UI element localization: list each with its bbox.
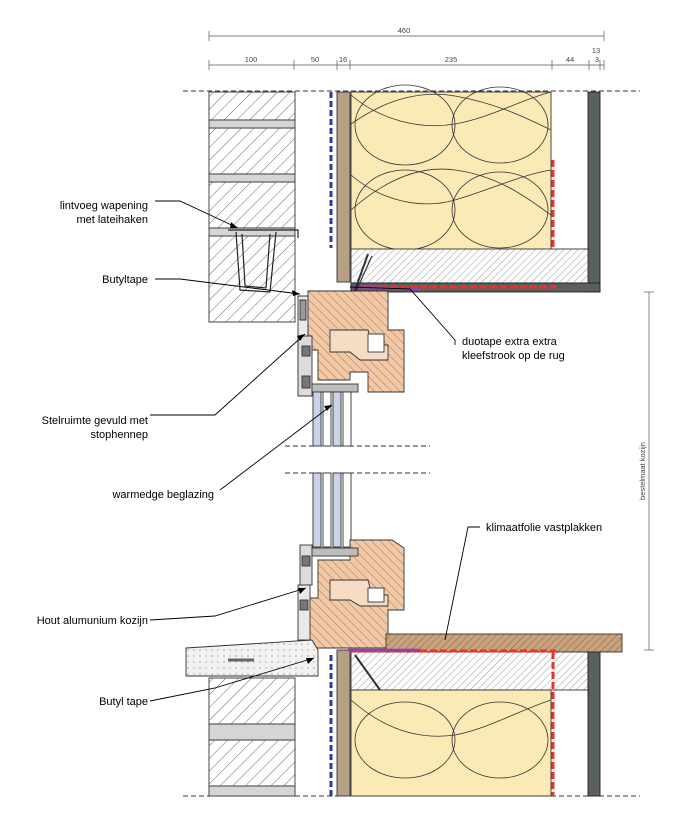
dim-segment-3: 16 — [339, 55, 347, 64]
label-stelruimte-line1: Stelruimte gevuld met — [42, 415, 148, 427]
dim-total: 460 — [398, 26, 411, 35]
wall-top-assembly — [329, 84, 601, 333]
label-butyl-bottom: Butyl tape — [99, 696, 148, 708]
label-lintvoeg-line2: met lateihaken — [76, 214, 148, 226]
label-hout-alu: Hout alumunium kozijn — [37, 615, 148, 627]
dim-bestelmaat: bestelmaat kozijn — [638, 442, 647, 500]
wall-bottom-assembly — [329, 633, 623, 797]
brick-wall-bottom — [208, 677, 296, 797]
dim-segment-1: 100 — [245, 55, 258, 64]
dim-segment-7: 3 — [595, 55, 599, 64]
dim-segment-2: 50 — [311, 55, 319, 64]
label-duotape-line2: kleefstrook op de rug — [462, 350, 565, 362]
leader-arrowheads — [230, 222, 332, 664]
glazing — [312, 391, 352, 548]
dim-segment-5: 44 — [566, 55, 574, 64]
dimension-lines — [208, 31, 654, 651]
label-warmedge: warmedge beglazing — [111, 489, 214, 501]
dim-segment-4: 235 — [445, 55, 458, 64]
label-lintvoeg-line1: lintvoeg wapening — [60, 200, 148, 212]
window-frame-top — [297, 290, 405, 397]
dim-segment-6: 13 — [592, 46, 600, 55]
label-duotape-line1: duotape extra extra — [462, 336, 558, 348]
outer-sill — [185, 639, 319, 677]
lateihaak-anchor — [228, 229, 299, 293]
brick-wall-top — [208, 91, 296, 323]
label-klimaatfolie: klimaatfolie vastplakken — [486, 522, 602, 534]
label-butyltape-top: Butyltape — [102, 274, 148, 286]
leader-lines — [149, 200, 480, 702]
label-stelruimte-line2: stophennep — [91, 429, 149, 441]
window-frame-bottom — [297, 539, 405, 649]
